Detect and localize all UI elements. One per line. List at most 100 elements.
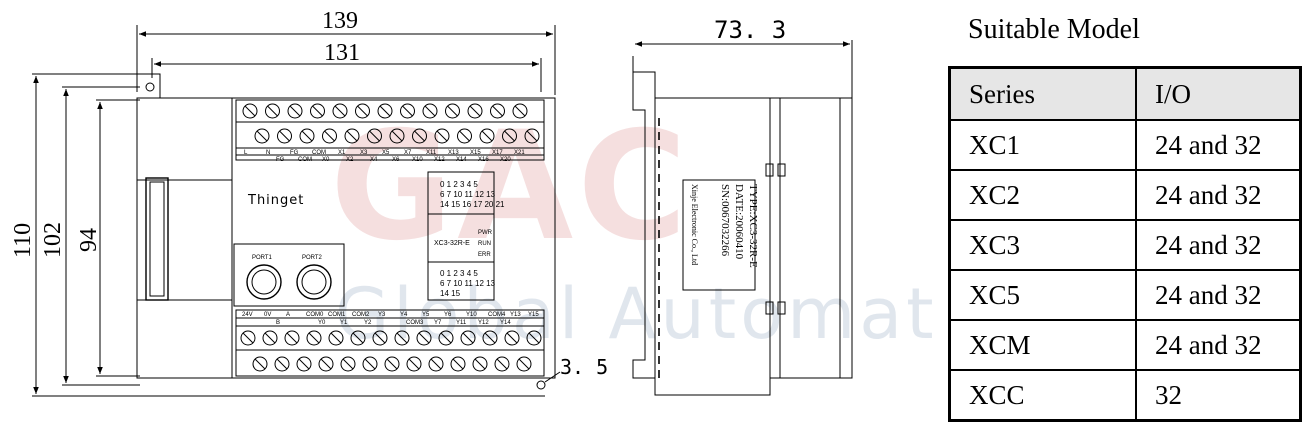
terminal-screw — [340, 356, 356, 372]
terminal-screw — [274, 356, 290, 372]
terminal-screw — [412, 128, 427, 144]
watermark-logo: GAC — [330, 100, 691, 274]
terminal-screw — [306, 330, 322, 346]
terminal-screw — [434, 128, 450, 144]
terminal-label: Y1 — [340, 320, 348, 326]
terminal-screw — [512, 103, 528, 119]
top-terminal-screws — [242, 103, 540, 144]
series-cell: XC5 — [948, 269, 1137, 321]
terminal-screw — [254, 128, 270, 144]
terminal-screw — [479, 128, 495, 144]
terminal-screw — [526, 330, 542, 346]
series-cell: XC1 — [948, 119, 1137, 171]
bottom-terminal-screws — [240, 330, 542, 372]
terminal-screw — [322, 128, 337, 144]
status-led-err: ERR — [478, 252, 491, 258]
terminal-label: COM3 — [406, 320, 424, 326]
terminal-screw — [406, 356, 422, 372]
terminal-label: Y0 — [318, 320, 326, 326]
terminal-screw — [504, 330, 520, 346]
terminal-label: COM — [312, 150, 326, 156]
terminal-label: X4 — [370, 157, 378, 163]
series-cell: XCC — [948, 369, 1137, 422]
terminal-label: X17 — [492, 150, 503, 156]
terminal-screw — [277, 128, 292, 144]
terminal-label: X0 — [322, 157, 330, 163]
terminal-label: Y5 — [422, 312, 430, 318]
terminal-label: Y4 — [400, 312, 408, 318]
terminal-label: Y6 — [444, 312, 452, 318]
terminal-screw — [422, 103, 438, 119]
side-nameplate: TYPE:XC3-32R-E DATE:20060410 SN:00670322… — [690, 184, 759, 268]
terminal-screw — [318, 356, 334, 372]
terminal-label: 0V — [264, 312, 271, 318]
terminal-label: X14 — [456, 157, 467, 163]
dim-height-94: 94 — [76, 228, 102, 252]
terminal-label: 24V — [242, 312, 253, 318]
table-header-row: Series I/O — [948, 66, 1302, 121]
terminal-screw — [524, 128, 540, 144]
terminal-screw — [490, 103, 505, 119]
bottom-terminal-labels: 24V 0V A COM0 COM1 COM2 Y3 Y4 Y5 Y6 Y10 … — [242, 312, 539, 326]
terminal-screw — [287, 103, 303, 119]
terminal-screw — [516, 356, 532, 372]
plc-dimension-drawing: GAC Global Automation — [10, 8, 940, 397]
terminal-label: Y3 — [378, 312, 386, 318]
terminal-label: X12 — [434, 157, 445, 163]
terminal-label: X21 — [514, 150, 525, 156]
output-led-row: 6 7 10 11 12 13 — [440, 279, 496, 288]
terminal-label: N — [266, 150, 270, 156]
terminal-screw — [460, 330, 476, 346]
terminal-screw — [299, 128, 315, 144]
terminal-label: Y2 — [364, 320, 372, 326]
port2-label: PORT2 — [302, 255, 323, 261]
terminal-label: X3 — [360, 150, 368, 156]
series-cell: XCM — [948, 319, 1137, 371]
terminal-label: FG — [290, 150, 299, 156]
terminal-screw — [384, 356, 400, 372]
terminal-screw — [265, 103, 280, 119]
terminal-screw — [252, 356, 268, 372]
terminal-label: Y10 — [466, 312, 477, 318]
terminal-label: X13 — [448, 150, 459, 156]
nameplate-sn: SN:0067032266 — [719, 184, 731, 257]
io-cell: 24 and 32 — [1135, 119, 1302, 171]
terminal-label: B — [276, 320, 280, 326]
terminal-screw — [310, 103, 325, 119]
dim-width-131: 131 — [324, 40, 360, 66]
io-cell: 32 — [1135, 369, 1302, 422]
terminal-label: Y15 — [528, 312, 539, 318]
terminal-screw — [428, 356, 444, 372]
io-cell: 24 and 32 — [1135, 319, 1302, 371]
terminal-label: X1 — [338, 150, 346, 156]
io-cell: 24 and 32 — [1135, 169, 1302, 221]
dim-width-139: 139 — [322, 8, 358, 34]
terminal-label: L — [244, 150, 248, 156]
terminal-label: FG — [276, 157, 285, 163]
dim-height-110: 110 — [10, 223, 36, 258]
terminal-screw — [240, 330, 256, 346]
terminal-label: X16 — [478, 157, 489, 163]
terminal-label: X7 — [404, 150, 412, 156]
terminal-screw — [438, 330, 454, 346]
terminal-label: X2 — [346, 157, 354, 163]
terminal-label: X6 — [392, 157, 400, 163]
dim-hole-3-5: 3. 5 — [560, 355, 608, 379]
terminal-label: COM1 — [328, 312, 346, 318]
terminal-screw — [467, 103, 483, 119]
terminal-label: COM0 — [306, 312, 324, 318]
nameplate-type: TYPE:XC3-32R-E — [747, 184, 759, 268]
terminal-screw — [400, 103, 415, 119]
terminal-screw — [355, 103, 370, 119]
terminal-screw — [450, 356, 466, 372]
terminal-screw — [332, 103, 348, 119]
column-header-io: I/O — [1135, 66, 1302, 121]
terminal-label: X5 — [382, 150, 390, 156]
series-cell: XC2 — [948, 169, 1137, 221]
nameplate-maker: Xinje Electronic Co., Ltd — [690, 184, 699, 265]
terminal-label: COM4 — [488, 312, 506, 318]
